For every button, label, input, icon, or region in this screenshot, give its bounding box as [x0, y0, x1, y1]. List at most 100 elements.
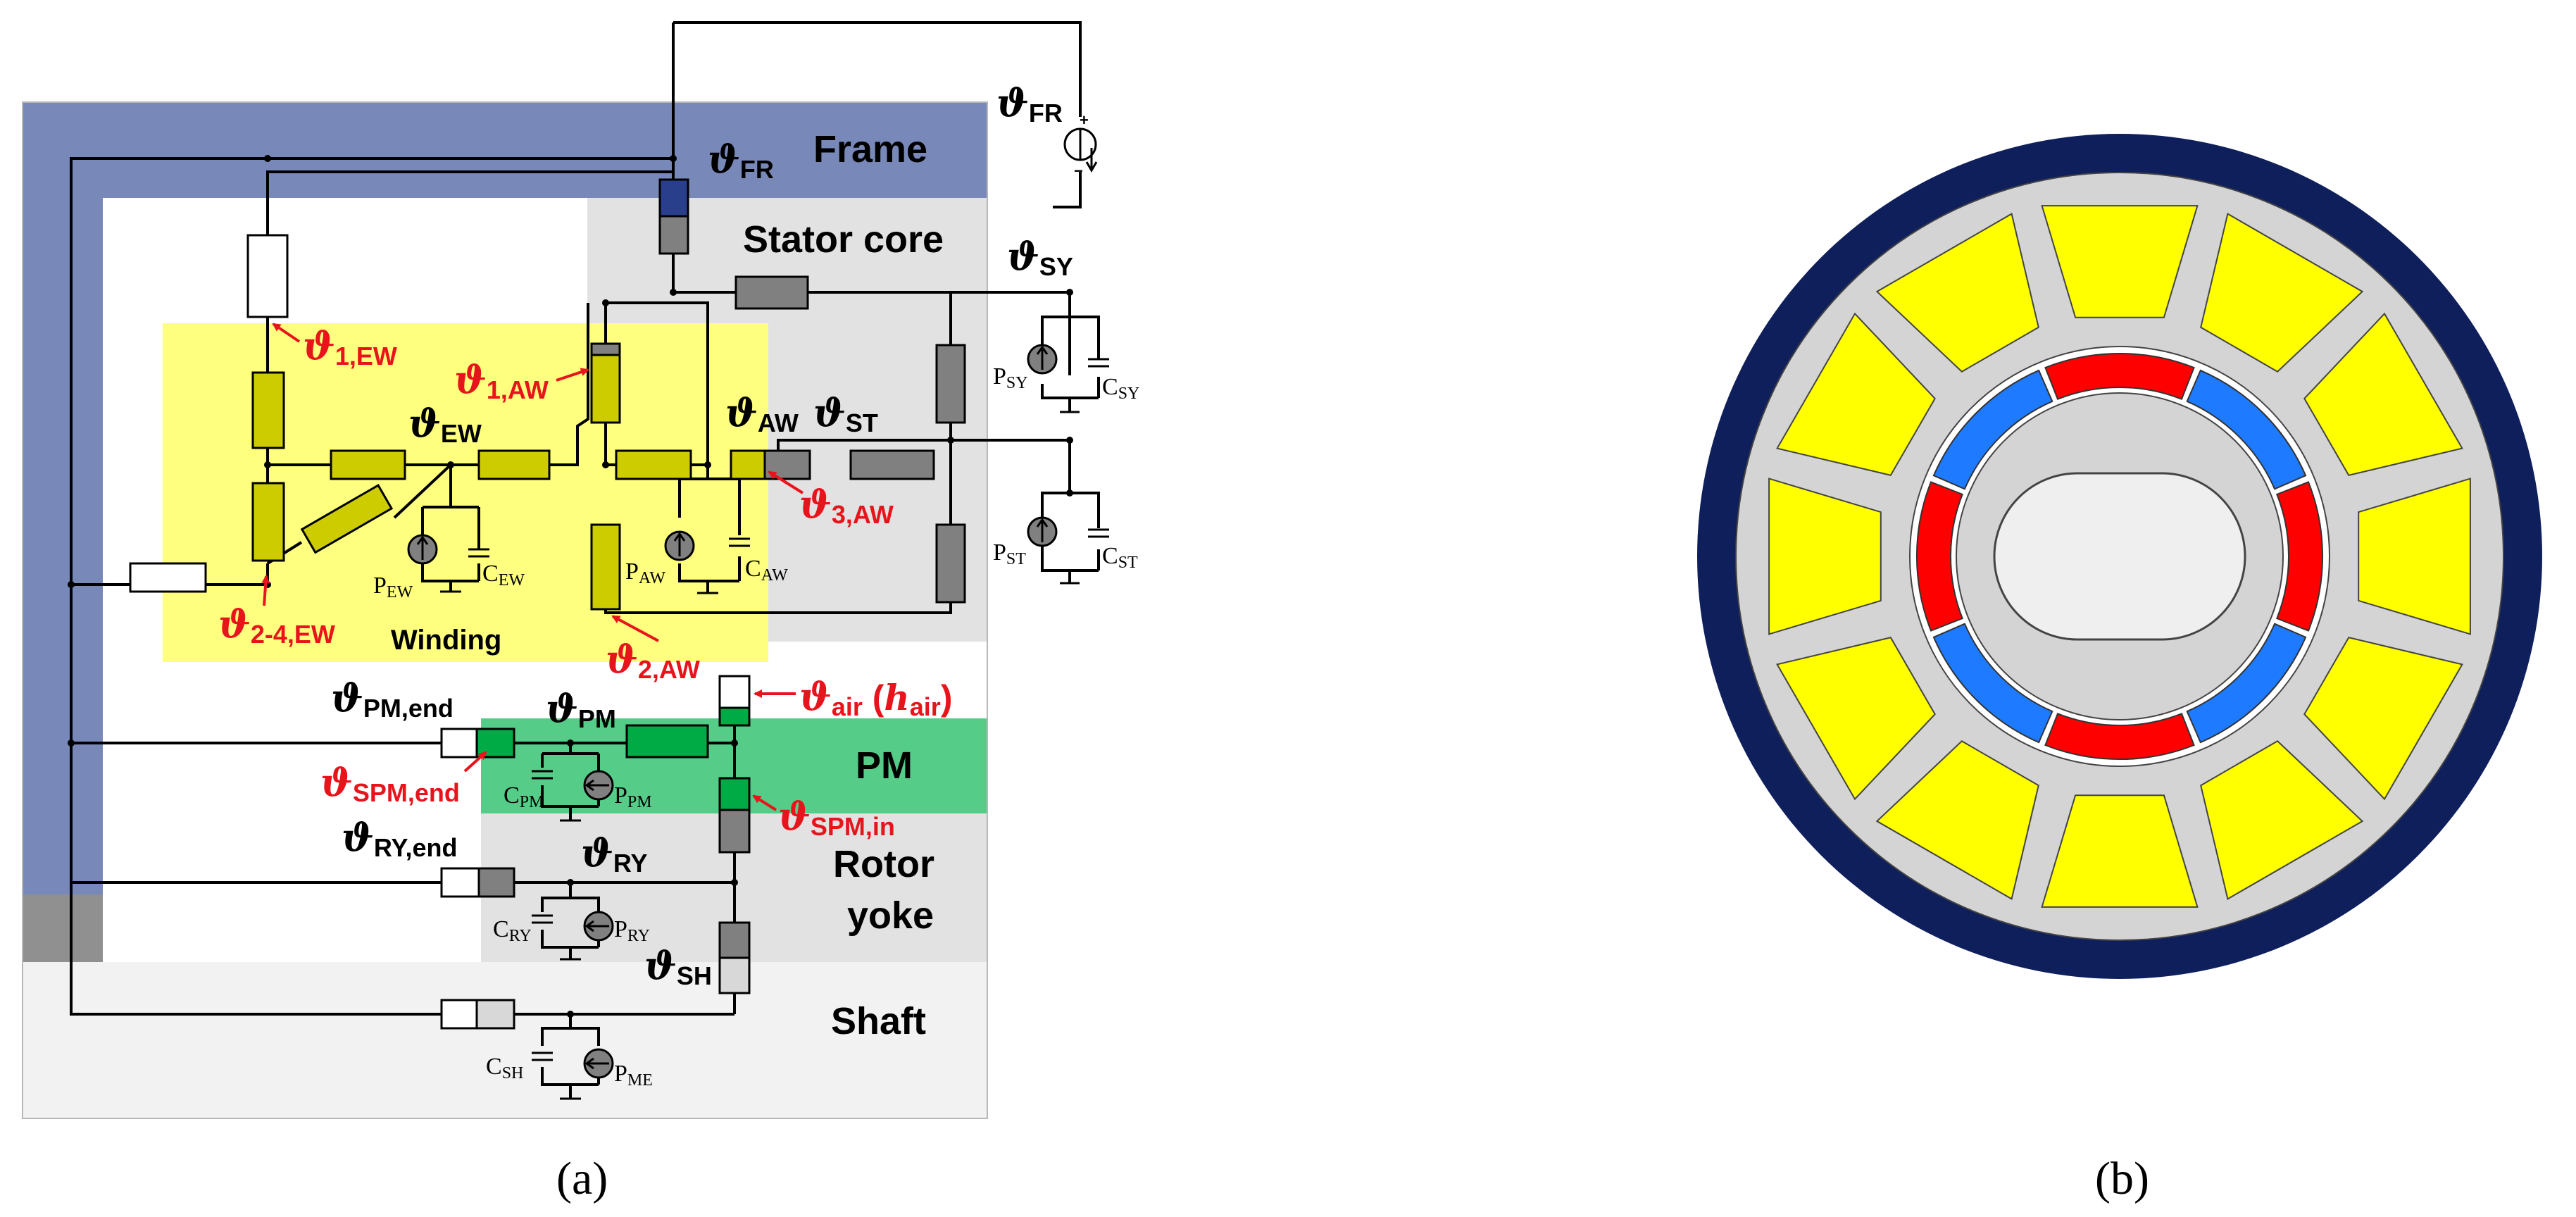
node-spm-in-label: ϑSPM,in [778, 794, 895, 841]
resistor-pm-horizontal [625, 724, 709, 759]
heat-source-me [583, 1048, 614, 1079]
caption-a: (a) [556, 1153, 608, 1204]
stator-coil [2303, 637, 2463, 801]
resistor-frame-ew [246, 234, 289, 318]
magnet-pole-blue [2186, 369, 2307, 490]
node-24ew-label: ϑ2-4,EW [218, 601, 335, 649]
magnet-pole-blue [1932, 623, 2053, 744]
resistor-aw-gray-stub [759, 449, 811, 480]
red-node-labels: ϑ1,EW ϑ1,AW ϑ3,AW ϑ2-4,EW ϑ2,AW ϑair (ha… [218, 323, 952, 841]
node-aw-label: ϑAW [725, 390, 799, 437]
node-2aw-label: ϑ2,AW [606, 637, 700, 684]
shaft-region [23, 962, 987, 1118]
resistor-sh-upper [718, 921, 751, 959]
resistor-pm-end-green [475, 728, 515, 759]
resistor-st-vertical [935, 523, 966, 604]
wire-ew-to-cap [421, 493, 480, 592]
wire-frame-source [673, 21, 1082, 208]
node-fr-source-label: ϑFR [996, 80, 1063, 127]
p-me-label: PME [614, 1061, 653, 1090]
resistor-ew-upper [251, 371, 285, 449]
resistor-frame-winding [129, 562, 207, 593]
heat-source-sy [1027, 344, 1058, 375]
resistor-ry-top [718, 809, 751, 854]
frame-corner-block [23, 894, 103, 962]
resistor-sy-horizontal [734, 275, 809, 310]
resistor-frame-node-top [658, 178, 689, 218]
c-st-label: CST [1102, 543, 1138, 572]
node-pm-end-label: ϑPM,end [331, 675, 454, 723]
stator-coil [1776, 637, 1936, 801]
wire-pm-cap [541, 743, 600, 820]
stator-coil [2041, 205, 2199, 318]
frame-temperature-source: + − [1063, 111, 1098, 180]
node-sy-label: ϑSY [1007, 234, 1073, 281]
c-ry-label: CRY [493, 916, 532, 945]
p-ew-label: PEW [373, 573, 413, 601]
node-sh-label: ϑSH [644, 943, 712, 990]
magnet-pole-red [2044, 713, 2195, 761]
stator-coil [1768, 478, 1882, 635]
wire-1aw-ladder [549, 303, 589, 466]
frame-region [23, 102, 987, 198]
node-pm-label: ϑPM [546, 686, 616, 733]
stator-coil [2303, 312, 2463, 476]
sources-and-caps [407, 344, 1109, 1100]
wire-sh-rail [514, 982, 736, 1099]
stator-coil [1776, 312, 1936, 476]
resistor-frame-node-bottom [658, 215, 689, 255]
resistor-ry-end-gray [477, 867, 515, 898]
resistor-aw-h1 [615, 449, 692, 480]
heat-source-ry [583, 911, 614, 942]
resistor-sh-end-gray [475, 999, 515, 1030]
c-pm-label: CPM [504, 782, 544, 811]
frame-region-outline [22, 101, 988, 1119]
stator-coil [1875, 740, 2039, 900]
c-sh-label: CSH [486, 1054, 523, 1082]
capacitor-st [1088, 528, 1109, 538]
resistor-ew-h1 [330, 449, 406, 480]
resistor-st-horizontal [849, 449, 935, 480]
resistors [129, 178, 966, 1030]
heat-source-aw [664, 530, 695, 561]
stator-coil [2358, 478, 2471, 635]
node-1ew-label: ϑ1,EW [303, 323, 397, 370]
winding-label: Winding [391, 625, 501, 656]
wire-aw-top [606, 301, 709, 465]
resistor-aw-lower [590, 523, 621, 611]
heat-source-pm [583, 770, 614, 801]
stator-coils [1768, 205, 2471, 908]
node-fr-label: ϑFR [708, 137, 774, 184]
magnet-pole-red [2044, 352, 2195, 400]
magnet-pole-red [2276, 481, 2324, 632]
c-ew-label: CEW [482, 561, 525, 589]
resistor-ry-end-white [440, 867, 480, 898]
node-labels: ϑFR ϑFR ϑSY ϑST ϑAW ϑEW ϑPM,end ϑPM ϑRY,… [331, 80, 1073, 990]
node-st-label: ϑST [813, 390, 878, 437]
wire-st-cap [1041, 492, 1100, 583]
capacitor-sh [532, 1051, 553, 1061]
node-ry-label: ϑRY [581, 830, 648, 878]
resistor-spm-in [718, 777, 751, 811]
stator-coil [2200, 213, 2364, 373]
heat-source-st [1027, 516, 1058, 547]
machine-cross-section-panel: (b) [1697, 134, 2542, 1204]
resistor-sh-lower [718, 956, 751, 994]
stator-coil [2200, 740, 2364, 900]
c-aw-label: CAW [745, 556, 788, 585]
component-labels: PSY CSY PST CST PEW CEW PAW CAW CPM PPM … [373, 363, 1139, 1090]
resistor-pm-end-white [440, 728, 478, 759]
magnet-pole-blue [2186, 623, 2307, 744]
p-pm-label: PPM [614, 782, 652, 811]
thermal-network-panel: + − Frame [22, 21, 1139, 1204]
resistor-air-bottom [718, 706, 751, 727]
magnet-pole-blue [1932, 369, 2053, 490]
rotor-yoke-label-2: yoke [847, 894, 934, 937]
p-ry-label: PRY [614, 916, 650, 945]
node-spm-end-label: ϑSPM,end [320, 760, 460, 807]
node-ew-label: ϑEW [408, 401, 482, 448]
node-1aw-label: ϑ1,AW [454, 357, 549, 404]
rotor-yoke-label-1: Rotor [833, 843, 934, 885]
stator-coil [2041, 794, 2199, 908]
